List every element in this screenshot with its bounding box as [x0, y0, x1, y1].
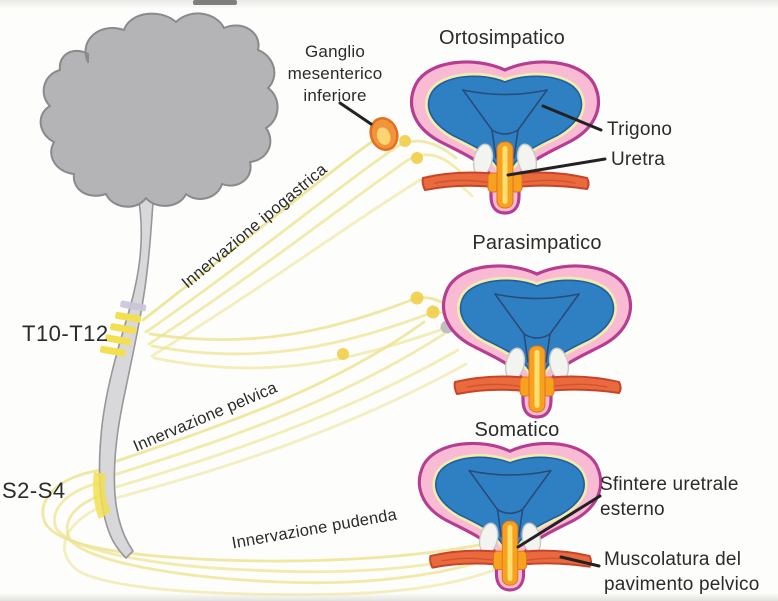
panel-title-orthosympathetic: Ortosimpatico	[439, 27, 565, 49]
scan-edge-smudge	[193, 0, 237, 5]
bladder-orthosympathetic	[412, 62, 599, 213]
brain-illustration	[39, 12, 279, 208]
synapse-dots	[337, 135, 454, 360]
scan-edge-top	[0, 0, 778, 9]
synapse-dot	[411, 152, 423, 164]
label-ganglion: Ganglio mesenterico inferiore	[287, 42, 383, 106]
synapse-dot	[337, 348, 349, 360]
bladder-parasympathetic	[444, 266, 631, 417]
leader-line-trigone	[541, 104, 603, 132]
inferior-mesenteric-ganglion	[369, 117, 399, 151]
sympathetic-to-parasympathetic-bundle	[148, 296, 478, 370]
spinal-cord	[98, 189, 155, 559]
pudendal-nerve-bundle	[41, 468, 510, 596]
leader-lines	[338, 101, 607, 568]
label-sphincter: Sfintere uretrale esterno	[600, 474, 739, 520]
label-pelvic-floor: Muscolatura del pavimento pelvico	[604, 549, 760, 595]
label-spinal-level-s2-s4: S2-S4	[2, 478, 66, 503]
synapse-dot	[410, 291, 424, 305]
spinal-segment-t10-t12	[99, 300, 147, 357]
panel-title-parasympathetic: Parasimpatico	[472, 232, 602, 254]
spinal-segment-s2-s4	[93, 472, 111, 519]
scan-edge-bottom	[0, 593, 778, 601]
synapse-dot	[399, 135, 411, 147]
leader-line-sphincter	[516, 494, 602, 549]
pelvic-nerve-bundle	[100, 320, 468, 502]
bladder-somatic	[419, 443, 600, 590]
label-trigone: Trigono	[607, 119, 673, 140]
synapse-dot	[426, 305, 440, 319]
label-urethra: Uretra	[611, 149, 665, 170]
panel-title-somatic: Somatico	[474, 419, 560, 441]
leader-line-ganglion	[338, 101, 373, 126]
leader-line-urethra	[506, 157, 607, 177]
label-spinal-level-t10-t12: T10-T12	[22, 321, 109, 346]
leader-line-pelvic-floor	[559, 555, 601, 568]
